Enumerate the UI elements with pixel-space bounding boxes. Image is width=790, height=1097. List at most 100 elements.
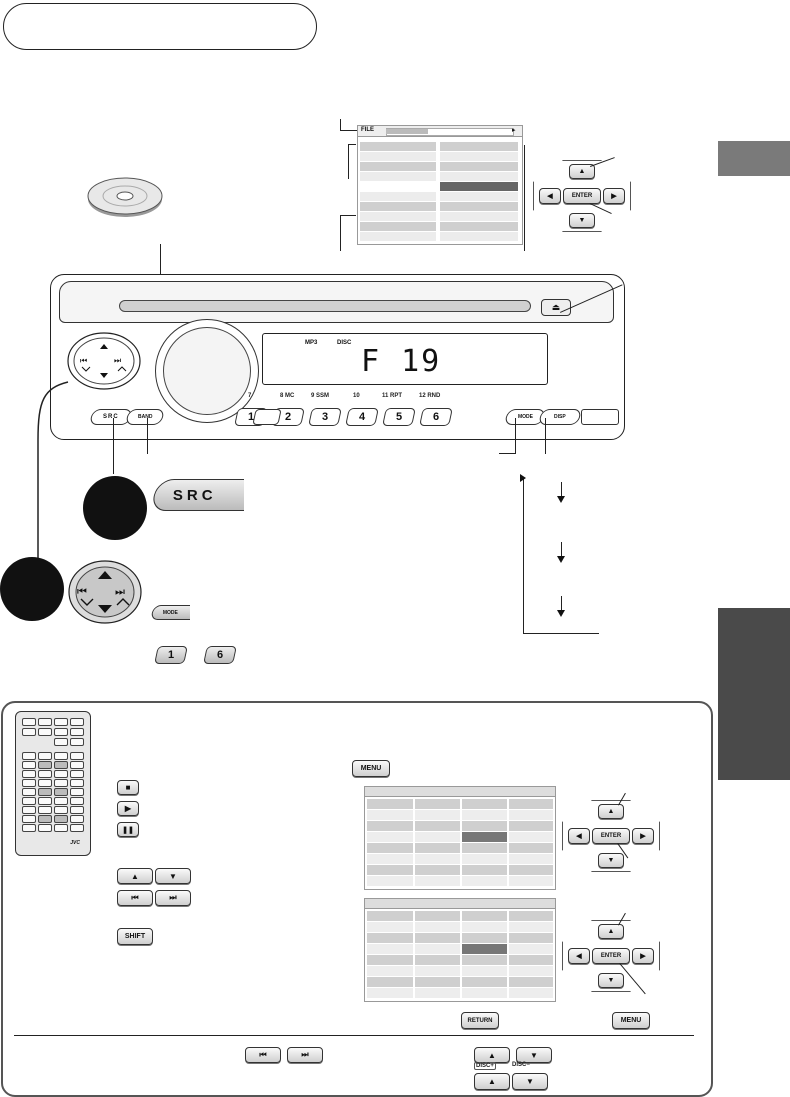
preset-key-6[interactable]: 6 xyxy=(419,408,453,426)
file-row-right xyxy=(440,152,518,161)
enter-pad-up-icon: ▲ xyxy=(598,924,624,939)
file-row-right xyxy=(440,222,518,231)
file-row-left xyxy=(360,222,436,231)
remote-key xyxy=(54,815,68,823)
step2-mode-key-label: MODE xyxy=(163,609,178,616)
grid-cell xyxy=(367,799,413,809)
svg-text:⏭: ⏭ xyxy=(115,585,125,598)
step2-mode-key: MODE xyxy=(150,604,190,622)
grid-cell xyxy=(415,955,460,965)
prev-button-bottom: ⏮ xyxy=(245,1047,281,1063)
remote-key xyxy=(38,797,52,805)
grid-cell xyxy=(367,821,413,831)
svg-text:⏮: ⏮ xyxy=(80,356,87,365)
remote-key xyxy=(22,824,36,832)
disc-icon xyxy=(87,177,163,217)
disc-minus-label: DISC− xyxy=(512,1062,530,1068)
enter-pad-center: ENTER xyxy=(563,188,601,204)
grid-cell xyxy=(462,955,507,965)
grid-cell xyxy=(509,966,553,976)
remote-list-screen-1 xyxy=(364,786,556,890)
menu-button-top: MENU xyxy=(352,760,390,777)
grid-cell xyxy=(415,876,460,886)
grid-cell xyxy=(462,911,507,921)
grid-cell xyxy=(462,865,507,875)
file-row-right xyxy=(440,212,518,221)
grid-cell xyxy=(415,832,460,842)
enter-pad-middle: ▲▼◀▶ENTER xyxy=(562,800,660,872)
flow-arrow-1 xyxy=(557,496,565,503)
file-row-right xyxy=(440,162,518,171)
grid-cell xyxy=(462,799,507,809)
display-readout: F 19 xyxy=(361,344,442,379)
disc-slot xyxy=(119,300,531,312)
step1-src-key-label: SRC xyxy=(173,486,217,504)
remote-key xyxy=(38,788,52,796)
grid-cell xyxy=(509,832,553,842)
grid-cell xyxy=(415,865,460,875)
blank-button[interactable] xyxy=(252,409,282,425)
remote-key xyxy=(70,788,84,796)
remote-key xyxy=(54,718,68,726)
preset-key-3[interactable]: 3 xyxy=(308,408,342,426)
file-row-right xyxy=(440,192,518,201)
file-row-left xyxy=(360,192,436,201)
enter-pad-center: ENTER xyxy=(592,948,630,964)
remote-key xyxy=(54,761,68,769)
remote-key xyxy=(70,797,84,805)
remote-brand-label: JVC xyxy=(70,840,80,846)
grid-cell xyxy=(367,876,413,886)
unit-control-pad[interactable]: ⏮ ⏭ xyxy=(66,332,142,390)
grid-cell xyxy=(367,843,413,853)
grid-cell xyxy=(509,977,553,987)
file-row-right xyxy=(440,202,518,211)
grid-cell xyxy=(462,977,507,987)
band-button-label: BAND xyxy=(137,414,153,420)
preset-label: 9 SSM xyxy=(311,393,330,399)
file-row-left xyxy=(360,172,436,181)
grid-cell xyxy=(462,854,507,864)
enter-pad-right-icon: ▶ xyxy=(632,948,654,964)
grid-cell xyxy=(462,922,507,932)
preset-key-5[interactable]: 5 xyxy=(382,408,416,426)
step2-key-6: 6 xyxy=(203,646,237,664)
step-1-marker xyxy=(83,476,147,540)
detach-panel-button[interactable] xyxy=(581,409,619,425)
grid-cell xyxy=(367,933,413,943)
enter-pad-center: ENTER xyxy=(592,828,630,844)
grid-cell xyxy=(462,966,507,976)
enter-pad-left-icon: ◀ xyxy=(568,948,590,964)
grid-cell xyxy=(367,922,413,932)
grid-cell xyxy=(415,843,460,853)
file-row-right xyxy=(440,172,518,181)
file-header-bar: FILE ▸ xyxy=(358,126,522,137)
remote-key xyxy=(54,728,68,736)
grid-cell xyxy=(509,933,553,943)
remote-key xyxy=(54,824,68,832)
shift-button: SHIFT xyxy=(117,928,153,945)
remote-key xyxy=(22,806,36,814)
disc-plus-button: ▲ xyxy=(474,1073,510,1090)
grid-cell xyxy=(462,810,507,820)
grid-cell xyxy=(509,955,553,965)
preset-key-4[interactable]: 4 xyxy=(345,408,379,426)
file-row-left xyxy=(360,152,436,161)
stop-button: ■ xyxy=(117,780,139,795)
enter-pad-up-icon: ▲ xyxy=(598,804,624,819)
remote-key xyxy=(70,752,84,760)
band-button[interactable]: BAND xyxy=(124,409,166,425)
grid-cell xyxy=(415,988,460,998)
remote-key xyxy=(22,761,36,769)
remote-key xyxy=(38,752,52,760)
remote-key xyxy=(22,788,36,796)
remote-key xyxy=(38,779,52,787)
eject-icon: ⏏ xyxy=(551,302,561,312)
remote-key xyxy=(54,752,68,760)
grid-cell xyxy=(462,821,507,831)
src-button-label: SRC xyxy=(103,414,119,420)
lcd-display: MP3 DISC F 19 xyxy=(262,333,548,385)
grid-cell xyxy=(509,810,553,820)
file-row-right xyxy=(440,182,518,191)
remote-key xyxy=(70,738,84,746)
eject-button[interactable]: ⏏ xyxy=(541,299,571,316)
